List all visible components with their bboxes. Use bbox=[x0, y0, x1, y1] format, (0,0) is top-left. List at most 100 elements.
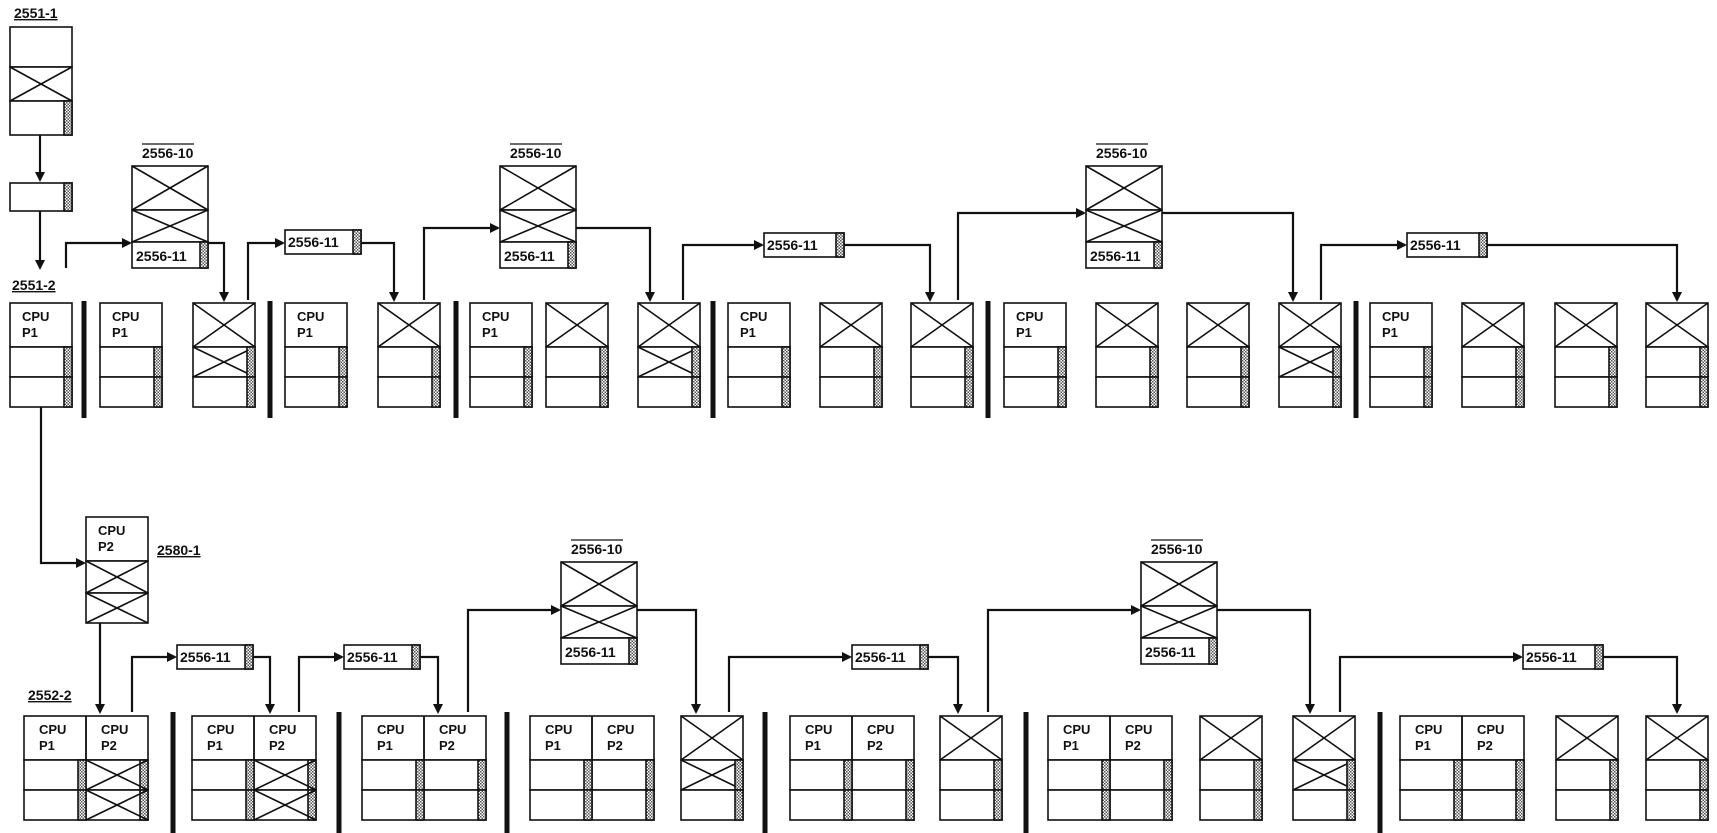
cpu-label: CPU bbox=[1382, 309, 1409, 324]
block-cell bbox=[545, 376, 609, 408]
storage-blocks bbox=[9, 26, 1709, 821]
connector-arrow bbox=[130, 652, 177, 712]
cross-mark bbox=[680, 715, 744, 761]
shaded-edge bbox=[1423, 346, 1433, 378]
shaded-edge bbox=[1149, 346, 1159, 378]
cross-mark bbox=[499, 165, 577, 211]
connector-arrow bbox=[422, 223, 500, 300]
block-cell bbox=[1645, 789, 1709, 821]
shaded-edge bbox=[567, 241, 577, 269]
shaded-edge bbox=[77, 759, 87, 791]
tag-label: 2556-11 bbox=[180, 649, 231, 665]
head-cell-2551-1 bbox=[9, 100, 73, 136]
cross-mark bbox=[939, 715, 1003, 761]
connector-arrow bbox=[1338, 652, 1523, 712]
cross-mark bbox=[1095, 302, 1159, 348]
block-cell bbox=[910, 346, 974, 378]
tag-label: 2556-11 bbox=[347, 649, 398, 665]
cross-mark bbox=[499, 209, 577, 243]
connector-arrow bbox=[64, 238, 132, 268]
block-cell bbox=[1645, 346, 1709, 378]
block-cell bbox=[1199, 789, 1263, 821]
processor-label: P1 bbox=[112, 325, 128, 340]
shaded-edge bbox=[338, 376, 348, 408]
tag-2556-11 bbox=[1406, 232, 1488, 258]
cross-mark bbox=[131, 165, 209, 211]
processor-label: P1 bbox=[1016, 325, 1032, 340]
connector-arrow bbox=[1319, 240, 1407, 300]
tag-2556-11 bbox=[763, 232, 845, 258]
connector-arrow bbox=[246, 238, 285, 300]
processor-label: P2 bbox=[98, 539, 114, 554]
shaded-edge bbox=[245, 789, 255, 821]
shaded-edge bbox=[1208, 637, 1218, 665]
block-cell bbox=[910, 376, 974, 408]
connector-arrow bbox=[208, 241, 229, 302]
block-cell bbox=[1278, 376, 1342, 408]
shaded-edge bbox=[1057, 346, 1067, 378]
shaded-edge bbox=[734, 789, 744, 821]
cpu-label: CPU bbox=[207, 722, 234, 737]
shaded-edge bbox=[352, 229, 362, 255]
block-cell bbox=[1095, 376, 1159, 408]
cpu-label: CPU bbox=[101, 722, 128, 737]
connector-arrow bbox=[681, 240, 764, 300]
cross-mark bbox=[1292, 715, 1356, 761]
shaded-edge bbox=[1101, 789, 1111, 821]
connector-arrow bbox=[1487, 243, 1682, 302]
label-2551-2: 2551-2 bbox=[12, 277, 56, 293]
processor-label: P1 bbox=[22, 325, 38, 340]
block-cell bbox=[819, 346, 883, 378]
processor-label: P1 bbox=[1415, 738, 1431, 753]
cross-mark bbox=[85, 592, 149, 624]
shaded-edge bbox=[993, 789, 1003, 821]
shaded-edge bbox=[1163, 789, 1173, 821]
shaded-edge bbox=[1608, 376, 1618, 408]
block-cell bbox=[1369, 346, 1433, 378]
shaded-edge bbox=[477, 759, 487, 791]
block-cell bbox=[819, 376, 883, 408]
shaded-edge bbox=[63, 376, 73, 408]
connector-arrow bbox=[956, 208, 1086, 300]
cross-mark bbox=[1140, 561, 1218, 607]
shaded-edge bbox=[153, 346, 163, 378]
shaded-edge bbox=[599, 346, 609, 378]
shaded-edge bbox=[1253, 759, 1263, 791]
shaded-edge bbox=[1609, 759, 1619, 791]
catalog-strip-label: 2556-11 bbox=[1145, 644, 1196, 660]
block-cell bbox=[1199, 759, 1263, 791]
processor-label: P1 bbox=[482, 325, 498, 340]
shaded-edge bbox=[645, 789, 655, 821]
block-cell bbox=[377, 346, 441, 378]
cross-mark bbox=[192, 346, 256, 378]
processor-label: P2 bbox=[439, 738, 455, 753]
shaded-edge bbox=[307, 789, 317, 821]
block-cell bbox=[1186, 346, 1250, 378]
block-labels: CPUP1CPUP1CPUP1CPUP1CPUP1CPUP1CPUP12556-… bbox=[22, 143, 1577, 753]
tag-2556-11 bbox=[851, 644, 929, 670]
cross-mark bbox=[9, 66, 73, 102]
cpu-label: CPU bbox=[867, 722, 894, 737]
shaded-edge bbox=[307, 759, 317, 791]
processor-label: P1 bbox=[1063, 738, 1079, 753]
processor-label: P1 bbox=[1382, 325, 1398, 340]
shaded-edge bbox=[415, 789, 425, 821]
processor-label: P2 bbox=[867, 738, 883, 753]
block-cell bbox=[377, 376, 441, 408]
cpu-header-cell bbox=[727, 302, 791, 348]
block-cell bbox=[727, 346, 791, 378]
shaded-edge bbox=[1609, 789, 1619, 821]
shaded-edge bbox=[244, 644, 254, 670]
connector-arrow bbox=[361, 241, 399, 302]
cross-mark bbox=[253, 759, 317, 791]
shaded-edge bbox=[1153, 241, 1163, 269]
shaded-edge bbox=[1332, 376, 1342, 408]
shaded-edge bbox=[843, 789, 853, 821]
shaded-edge bbox=[843, 759, 853, 791]
processor-label: P1 bbox=[805, 738, 821, 753]
connector-arrow bbox=[253, 655, 275, 714]
cpu-label: CPU bbox=[439, 722, 466, 737]
connector-arrow bbox=[576, 226, 655, 302]
block-cell bbox=[1003, 346, 1067, 378]
connector-arrow bbox=[928, 655, 963, 714]
